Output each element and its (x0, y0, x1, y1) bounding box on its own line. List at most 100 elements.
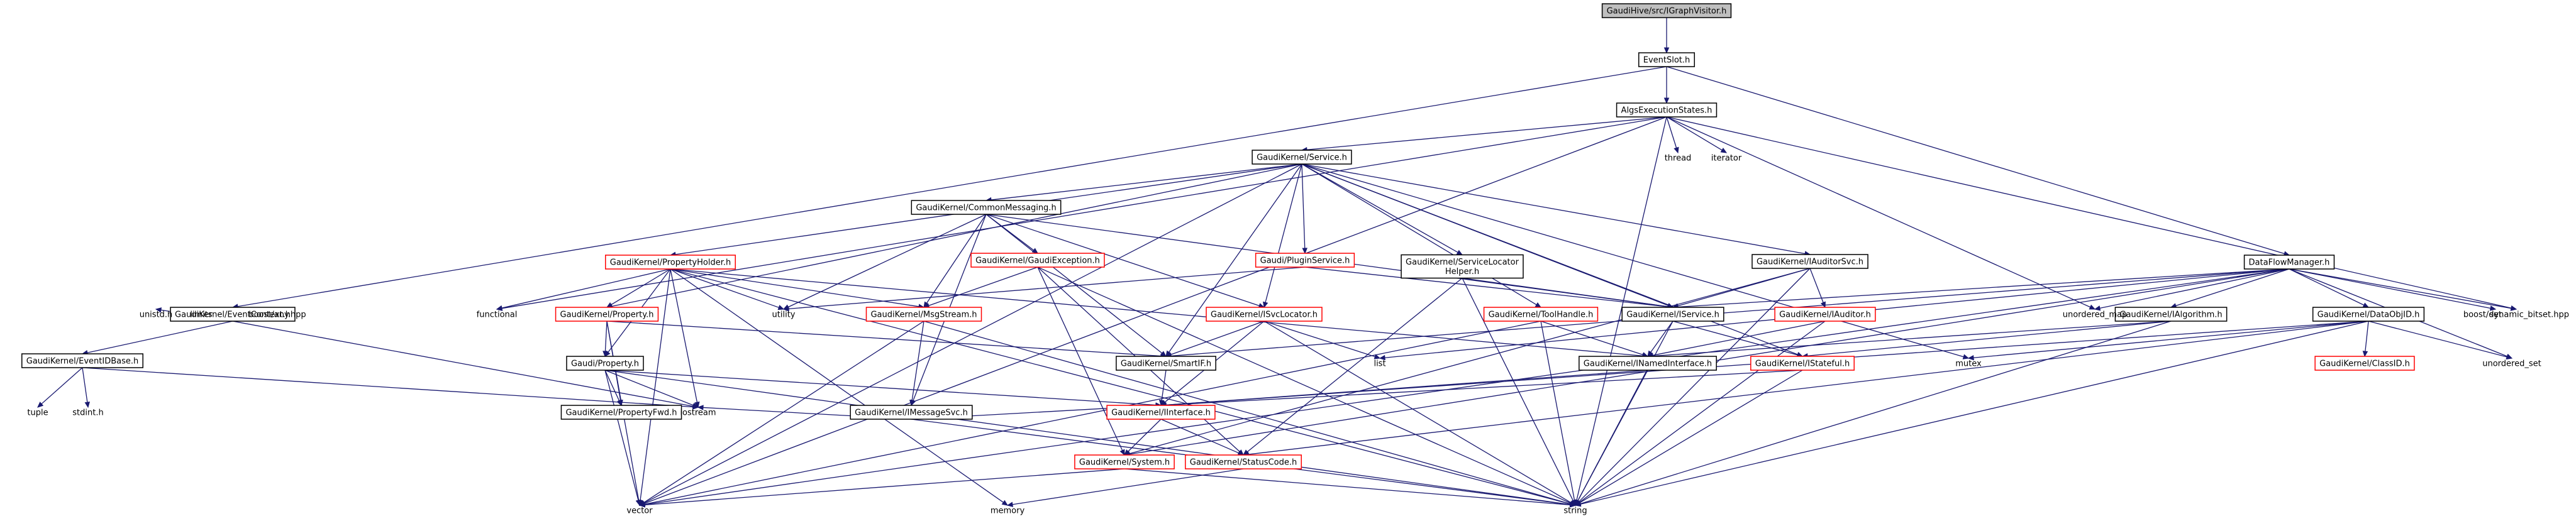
node-label: GaudiKernel/Service.h (1257, 153, 1347, 163)
node-gaudikernel-iauditorsvc-h[interactable]: GaudiKernel/IAuditorSvc.h (1752, 254, 1868, 269)
node-gaudikernel-ialgorithm-h[interactable]: GaudiKernel/IAlgorithm.h (2114, 307, 2228, 322)
node-label: GaudiKernel/EventIDBase.h (26, 357, 138, 366)
edge-arrowhead (692, 404, 699, 410)
node-gaudikernel-propertyholder-h[interactable]: GaudiKernel/PropertyHolder.h (605, 255, 736, 270)
node-iostream: iostream (680, 409, 716, 418)
node-gaudikernel-smartif-h[interactable]: GaudiKernel/SmartIF.h (1116, 356, 1216, 371)
edge-line (644, 268, 2290, 505)
edge-algexec-to-functional (496, 116, 1667, 311)
edge-line (1301, 163, 1458, 253)
edge-line (644, 468, 1125, 506)
node-gaudihive-src-igraphvisitor-h[interactable]: GaudiHive/src/IGraphVisitor.h (1601, 3, 1732, 18)
node-label: GaudiKernel/PropertyFwd.h (565, 409, 677, 418)
edge-line (1666, 66, 2285, 255)
edge-arrowhead (2094, 305, 2101, 311)
edge-line (82, 367, 694, 408)
edge-gaudiexception-to-system (1037, 266, 1125, 456)
edge-propertyholder-to-gkproperty_red (606, 268, 671, 308)
node-label: Helper.h (1445, 267, 1479, 277)
edge-arrowhead (84, 401, 91, 409)
node-boost-any-hpp: boost/any.hpp (248, 310, 306, 320)
edge-msgstream-to-imessagesvc (909, 321, 924, 407)
node-eventslot-h[interactable]: EventSlot.h (1638, 52, 1696, 67)
node-gaudikernel-iinterface-h[interactable]: GaudiKernel/IInterface.h (1106, 405, 1216, 420)
node-gaudikernel-system-h[interactable]: GaudiKernel/System.h (1074, 454, 1175, 469)
node-gaudi-pluginservice-h[interactable]: Gaudi/PluginService.h (1255, 253, 1355, 268)
node-gaudikernel-gaudiexception-h[interactable]: GaudiKernel/GaudiException.h (970, 253, 1105, 268)
node-gaudikernel-dataobjid-h[interactable]: GaudiKernel/DataObjID.h (2312, 307, 2425, 322)
edge-line (1677, 268, 2290, 308)
node-set: set (2489, 310, 2502, 320)
edge-isvclocator-to-smartif (1165, 321, 1265, 358)
node-gaudikernel-inamedinterface-h[interactable]: GaudiKernel/INamedInterface.h (1579, 356, 1717, 371)
edge-arrowhead (777, 305, 785, 310)
node-gaudikernel-imessagesvc-h[interactable]: GaudiKernel/IMessageSvc.h (850, 405, 973, 420)
node-algsexecutionstates-h[interactable]: AlgsExecutionStates.h (1616, 102, 1718, 118)
node-label: GaudiKernel/DataObjID.h (2318, 310, 2420, 320)
edge-line (41, 367, 83, 405)
edge-line (1170, 321, 1265, 355)
node-gaudikernel-eventcontext-h[interactable]: GaudiKernel/EventContext.h (170, 307, 296, 322)
node-gaudikernel-iauditor-h[interactable]: GaudiKernel/IAuditor.h (1774, 307, 1876, 322)
edge-arrowhead (1302, 248, 1307, 255)
edge-algexec-to-unordered_map (1666, 116, 2096, 310)
node-gaudikernel-property-h[interactable]: GaudiKernel/Property.h (555, 307, 659, 322)
edge-arrowhead (909, 399, 915, 407)
node-gaudikernel-propertyfwd-h[interactable]: GaudiKernel/PropertyFwd.h (560, 405, 682, 420)
node-dataflowmanager-h[interactable]: DataFlowManager.h (2243, 255, 2335, 270)
node-label: GaudiKernel/IAlgorithm.h (2119, 310, 2222, 320)
node-gaudikernel-istateful-h[interactable]: GaudiKernel/IStateful.h (1750, 356, 1855, 371)
node-label: GaudiKernel/ToolHandle.h (1489, 310, 1594, 320)
edge-line (604, 370, 1571, 505)
node-label: thread (1665, 154, 1692, 163)
node-gaudikernel-toolhandle-h[interactable]: GaudiKernel/ToolHandle.h (1483, 307, 1599, 322)
node-box (1255, 253, 1355, 268)
node-box (1616, 102, 1718, 118)
node-label: GaudiKernel/MsgStream.h (870, 310, 977, 320)
node-gaudikernel-classid-h[interactable]: GaudiKernel/ClassID.h (2314, 356, 2415, 371)
node-box (555, 307, 659, 322)
edge-arrowhead (1967, 354, 1974, 361)
node-gaudikernel-commonmessaging-h[interactable]: GaudiKernel/CommonMessaging.h (911, 200, 1062, 215)
edge-eventslot-to-algexec (1663, 67, 1670, 104)
edge-iauditorsvc-to-iauditor (1809, 268, 1826, 309)
node-gaudikernel-msgstream-h[interactable]: GaudiKernel/MsgStream.h (865, 307, 982, 322)
edge-propertyholder-to-functional (496, 268, 671, 311)
node-label: AlgsExecutionStates.h (1621, 106, 1713, 116)
node-limits: limits (190, 310, 213, 320)
edge-algexec-to-iterator (1666, 116, 1728, 153)
node-label: GaudiKernel/Property.h (560, 310, 654, 320)
edge-line (1128, 419, 1162, 452)
edge-line (2289, 268, 2491, 309)
edge-arrowhead (1535, 302, 1542, 308)
edge-arrowhead (635, 499, 641, 507)
nodes-layer: GaudiHive/src/IGraphVisitor.hEventSlot.h… (21, 3, 2569, 516)
node-label: GaudiKernel/StatusCode.h (1190, 458, 1297, 468)
edge-arrowhead (1263, 301, 1269, 309)
edge-isvclocator-to-list (1263, 321, 1381, 359)
node-box (566, 356, 644, 371)
edge-line (1579, 321, 1826, 503)
node-gaudikernel-isvclocator-h[interactable]: GaudiKernel/ISvcLocator.h (1206, 307, 1323, 322)
edge-system-to-string (1124, 468, 1577, 508)
node-box (1206, 307, 1323, 322)
edge-arrowhead (1574, 501, 1582, 507)
node-label: memory (991, 507, 1025, 516)
node-gaudikernel-iservice-h[interactable]: GaudiKernel/IService.h (1621, 307, 1724, 322)
edge-toolhandle-to-vector (638, 321, 1541, 507)
node-gaudi-property-h[interactable]: Gaudi/Property.h (566, 356, 644, 371)
node-box (1252, 150, 1352, 165)
edge-line (1169, 163, 1302, 353)
edge-propertyholder-to-memory (670, 268, 1009, 506)
node-gaudikernel-service-h[interactable]: GaudiKernel/Service.h (1252, 150, 1352, 165)
node-box (1750, 356, 1855, 371)
edge-line (1652, 321, 2172, 357)
node-gaudikernel-eventidbase-h[interactable]: GaudiKernel/EventIDBase.h (21, 353, 143, 368)
node-label: GaudiKernel/ClassID.h (2319, 359, 2410, 369)
edge-line (1540, 321, 1643, 356)
node-label: GaudiKernel/System.h (1079, 458, 1170, 468)
node-gaudikernel-statuscode-h[interactable]: GaudiKernel/StatusCode.h (1185, 454, 1302, 469)
node-label: unistd.h (140, 310, 173, 320)
node-label: GaudiKernel/IStateful.h (1755, 359, 1850, 369)
